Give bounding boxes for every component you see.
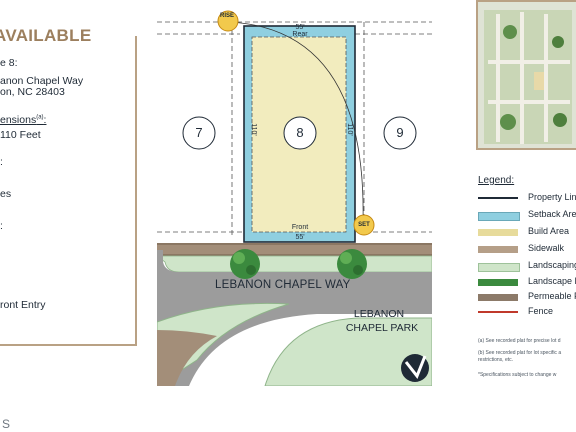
legend-swatch xyxy=(478,229,518,236)
legend-item: Build Area xyxy=(478,226,576,238)
lot-8-marker xyxy=(283,116,317,150)
footnote-a: (a) See recorded plat for precise lot d xyxy=(478,338,561,344)
legend-swatch xyxy=(478,294,518,301)
legend-item: Landscape Bu xyxy=(478,276,576,288)
landscaping-strip xyxy=(155,255,433,273)
brand-fragment: S xyxy=(2,417,13,431)
lot-7-number: 7 xyxy=(195,125,203,140)
legend-item: Fence xyxy=(478,306,576,318)
permeable-path xyxy=(157,330,217,386)
legend-item: Landscaping xyxy=(478,260,576,272)
lot-number-label: e 8: xyxy=(0,57,18,69)
site-plan: RISE SET 55' Rear Front 55' 110' 110' 7 … xyxy=(155,0,433,387)
sunrise-label: RISE xyxy=(219,13,234,19)
legend-swatch xyxy=(478,279,518,286)
front-dimension: 55' xyxy=(295,234,305,241)
street-address: anon Chapel Way xyxy=(0,75,84,87)
community-map-image xyxy=(478,2,576,148)
city-state-zip: on, NC 28403 xyxy=(0,86,65,98)
lot-9-number: 9 xyxy=(396,125,404,140)
left-depth-dimension: 110' xyxy=(249,123,257,136)
footnote-b: (b) See recorded plat for lot specific a xyxy=(478,350,562,356)
legend-item: Permeable Pa xyxy=(478,291,576,303)
dimensions-label: ensions(a): xyxy=(0,114,47,126)
info-label-a: : xyxy=(0,156,3,168)
street-name-label: LEBANON CHAPEL WAY xyxy=(215,279,351,291)
legend-item: Setback Area xyxy=(478,209,576,221)
legend-swatch xyxy=(478,246,518,253)
legend: Legend: Property Line Setback Area Build… xyxy=(470,172,576,392)
info-label-b: : xyxy=(0,220,3,232)
sunset-label: SET xyxy=(358,222,370,228)
park-name-line2: CHAPEL PARK xyxy=(345,322,419,334)
legend-swatch xyxy=(478,212,520,221)
landscape-island xyxy=(156,302,290,387)
sidewalk-strip xyxy=(157,243,432,256)
lot-8-number: 8 xyxy=(296,125,304,140)
rear-dimension: 55' xyxy=(295,24,305,31)
park-name-line1: LEBANON xyxy=(353,308,405,320)
right-depth-dimension: 110' xyxy=(345,123,353,136)
tree-right xyxy=(337,249,367,279)
legend-title: Legend: xyxy=(478,175,515,186)
legend-item: Property Line xyxy=(478,192,576,204)
community-map-thumbnail[interactable] xyxy=(476,0,576,150)
availability-title: AVAILABLE xyxy=(0,26,97,46)
tree-left xyxy=(230,249,260,279)
lot-9-marker xyxy=(383,116,417,150)
rear-label: Rear xyxy=(292,31,308,38)
legend-item: Sidewalk xyxy=(478,243,576,255)
legend-swatch xyxy=(478,311,518,313)
sun-path-arc xyxy=(229,21,364,223)
footnote-specs: *Specifications subject to change w xyxy=(478,372,557,378)
garage-entry: ront Entry xyxy=(0,299,46,311)
site-plan-drawing xyxy=(155,10,433,387)
footnote-b-cont: restrictions, etc. xyxy=(478,357,514,363)
sunset-icon xyxy=(353,214,375,236)
chapel-park-area xyxy=(264,317,433,387)
info-value-a: es xyxy=(0,188,12,200)
road-surface xyxy=(157,250,432,386)
sunrise-icon xyxy=(217,10,239,32)
north-arrow-icon xyxy=(401,354,429,382)
lot-7-marker xyxy=(182,116,216,150)
front-label: Front xyxy=(291,224,309,231)
lot-info-panel: AVAILABLE e 8: anon Chapel Way on, NC 28… xyxy=(0,26,137,346)
legend-swatch xyxy=(478,197,518,199)
dimensions-value: 110 Feet xyxy=(0,129,41,141)
legend-swatch xyxy=(478,263,520,272)
